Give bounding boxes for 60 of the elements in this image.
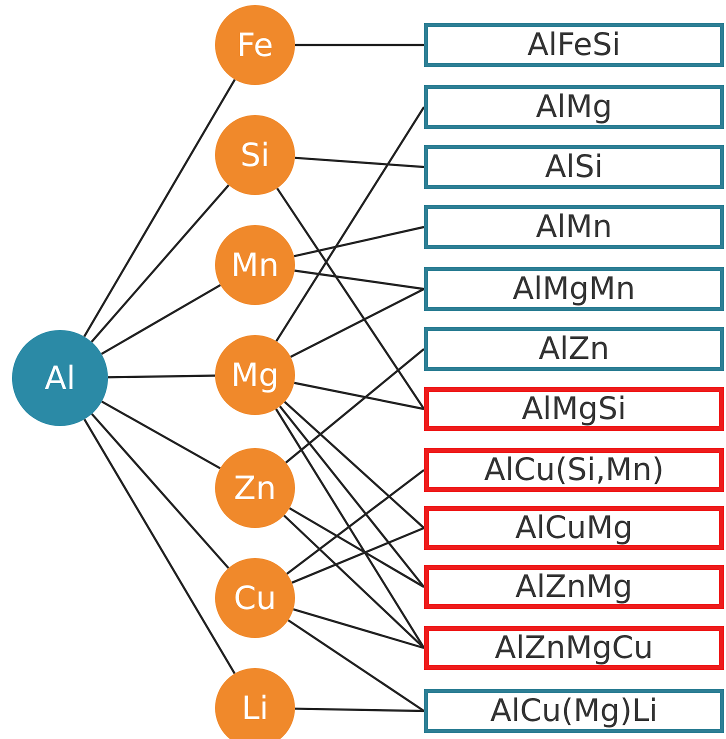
element-symbol: Fe xyxy=(236,29,274,61)
alloy-box xyxy=(424,387,724,431)
alloy-name: AlCuMg xyxy=(515,512,633,544)
alloy-box xyxy=(424,565,724,609)
alloy-box xyxy=(424,448,724,492)
connector-line xyxy=(283,514,425,649)
element-circle xyxy=(12,330,108,426)
connector-line xyxy=(91,413,230,569)
connector-line xyxy=(285,348,425,464)
alloy-box xyxy=(424,689,724,733)
connector-line xyxy=(288,619,425,712)
alloy-name: AlZnMg xyxy=(515,572,633,602)
alloy-name: AlFeSi xyxy=(527,30,621,60)
alloy-name: AlMgSi xyxy=(522,394,626,424)
element-symbol: Si xyxy=(240,139,270,171)
element-symbol: Al xyxy=(44,362,76,394)
alloy-name: AlSi xyxy=(544,152,604,182)
connector-line xyxy=(284,401,425,529)
element-symbol: Mg xyxy=(231,359,279,391)
alloy-name: AlCu(Si,Mn) xyxy=(484,454,664,486)
connector-line xyxy=(293,608,424,650)
connector-line xyxy=(295,44,424,46)
element-symbol: Mn xyxy=(231,249,279,281)
element-symbol: Cu xyxy=(234,582,276,614)
connector-line xyxy=(288,507,425,588)
connector-line xyxy=(100,284,221,355)
connector-line xyxy=(294,270,424,290)
connector-line xyxy=(294,382,424,410)
element-symbol: Zn xyxy=(234,472,276,504)
element-symbol: Li xyxy=(242,692,268,724)
connector-line xyxy=(83,78,236,338)
alloy-name: AlZnMgCu xyxy=(494,632,654,664)
connector-line xyxy=(294,156,424,168)
connector-line xyxy=(279,406,425,588)
alloy-box xyxy=(424,506,724,550)
connector-line xyxy=(276,188,425,410)
connector-line xyxy=(275,106,425,342)
alloy-name: AlMn xyxy=(536,212,612,242)
connector-line xyxy=(292,526,424,584)
alloy-name: AlZn xyxy=(538,334,610,364)
alloy-box xyxy=(424,626,724,670)
alloy-box xyxy=(424,145,724,189)
connector-line xyxy=(294,708,424,712)
connector-line xyxy=(290,288,424,358)
connector-line xyxy=(286,469,425,575)
connector-line xyxy=(83,418,236,674)
element-circle xyxy=(215,335,295,415)
connector-line xyxy=(108,374,216,378)
alloy-box xyxy=(424,85,724,129)
alloy-box xyxy=(424,327,724,371)
connector-line xyxy=(101,400,221,470)
alloy-name: AlCu(Mg)Li xyxy=(490,696,658,726)
alloy-box xyxy=(424,267,724,311)
alloy-box xyxy=(424,23,724,67)
connector-line xyxy=(294,226,424,258)
connector-line xyxy=(275,408,425,649)
connector-line xyxy=(90,184,230,343)
alloy-name: AlMg xyxy=(536,92,612,122)
alloy-name: AlMgMn xyxy=(512,274,636,304)
alloy-box xyxy=(424,205,724,249)
